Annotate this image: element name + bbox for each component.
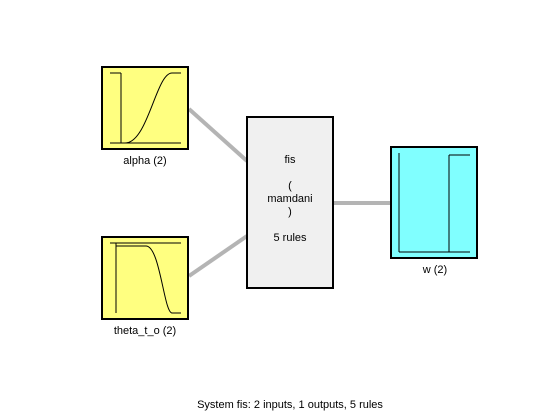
input-box-theta-t-o[interactable] — [101, 236, 189, 320]
theta-t-o-membership-icon — [110, 242, 181, 314]
output-block-w[interactable] — [390, 146, 478, 259]
system-open-paren: ( — [288, 180, 292, 192]
output-label-w: w (2) — [422, 264, 448, 276]
connector-alpha-to-fis — [187, 107, 249, 163]
input-label-theta-t-o: theta_t_o (2) — [113, 325, 177, 337]
connector-theta-to-fis — [187, 234, 249, 278]
system-summary-footer: System fis: 2 inputs, 1 outputs, 5 rules — [197, 399, 383, 411]
input-block-alpha[interactable] — [101, 66, 189, 150]
input-block-theta-t-o[interactable] — [101, 236, 189, 320]
fis-system-text: fis ( mamdani ) 5 rules — [267, 154, 312, 245]
input-label-alpha: alpha (2) — [123, 155, 167, 167]
w-membership-icon — [398, 153, 470, 253]
system-name: fis — [284, 154, 296, 166]
system-type: mamdani — [267, 193, 313, 205]
system-rules-count: 5 rules — [273, 232, 307, 244]
fis-system-box[interactable] — [246, 116, 334, 289]
alpha-membership-icon — [110, 72, 181, 144]
output-box-w[interactable] — [390, 146, 478, 259]
system-close-paren: ) — [288, 206, 292, 218]
input-box-alpha[interactable] — [101, 66, 189, 150]
